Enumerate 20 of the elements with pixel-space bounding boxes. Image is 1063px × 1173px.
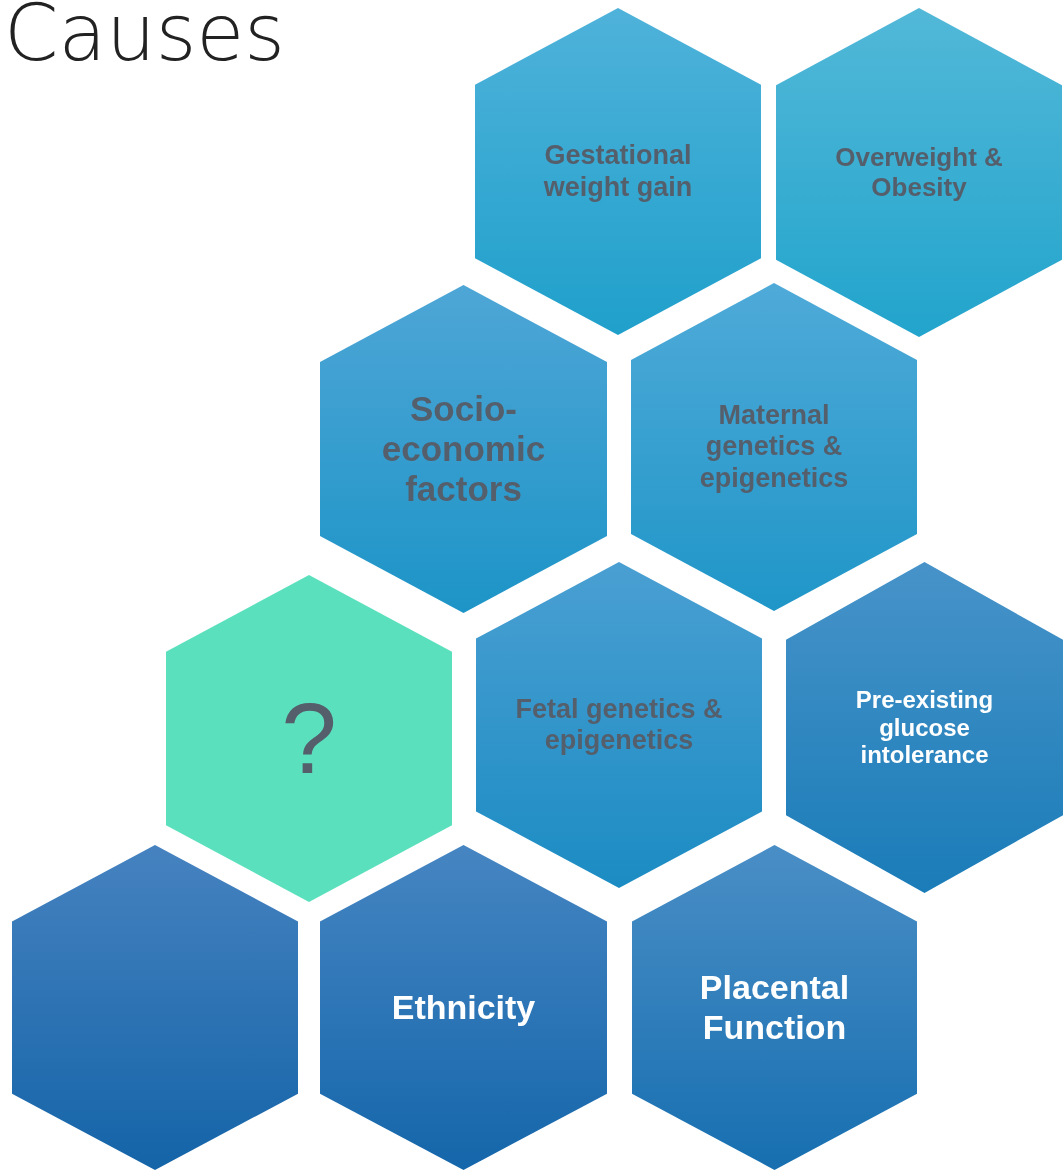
hexagon-tile	[776, 8, 1062, 337]
hexagon-label: Placental Function	[698, 968, 851, 1047]
hexagon-tile	[632, 845, 917, 1170]
hexagon-label: Socio-economic factors	[380, 388, 547, 510]
hexagon-label: Maternal genetics & epigenetics	[698, 400, 850, 494]
hexagon-tile	[12, 845, 298, 1170]
hexagon-label: Ethnicity	[390, 987, 537, 1028]
hexagon-label: ?	[280, 681, 338, 796]
hexagon-tile	[476, 562, 762, 888]
hexagon-label: Pre-existing glucose intolerance	[854, 686, 995, 769]
hexagon-tile	[166, 575, 452, 902]
hexagon-tile	[475, 8, 761, 335]
hexagon-label: Fetal genetics & epigenetics	[514, 693, 724, 757]
title: Causes	[4, 0, 285, 72]
hexagon-label: Overweight & Obesity	[834, 142, 1004, 203]
hexagon-tile	[631, 283, 917, 611]
hexagon-tile	[320, 845, 607, 1170]
hexagon-tile	[320, 285, 607, 613]
hexagon-label: Gestational weight gain	[542, 140, 694, 203]
hexagon-tile	[786, 562, 1063, 893]
